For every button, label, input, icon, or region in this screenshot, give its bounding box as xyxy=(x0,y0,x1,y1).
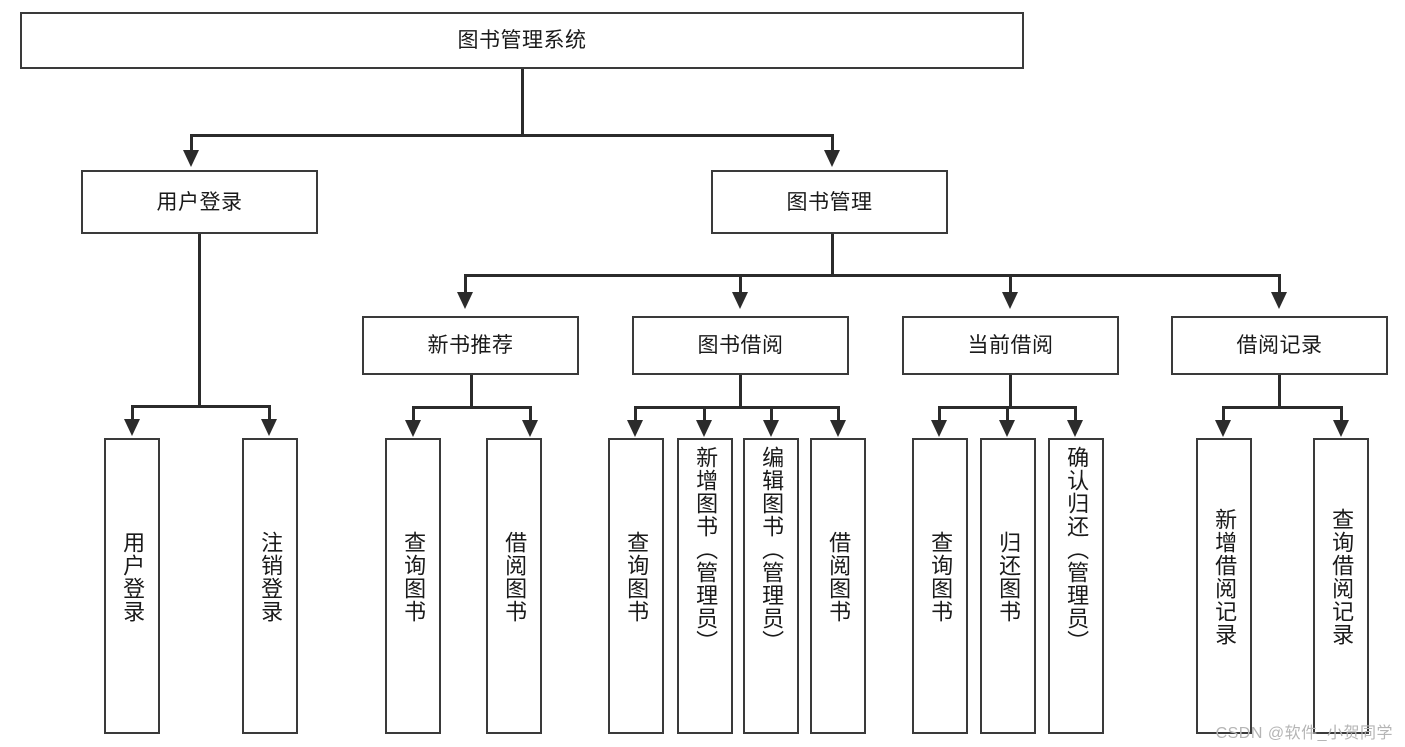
node-leaf-edit-book[interactable]: 编辑图书（管理员） xyxy=(743,438,799,734)
node-leaf-borrow-book-2[interactable]: 借阅图书 xyxy=(810,438,866,734)
edge-cb-to-leaf-3 xyxy=(1074,406,1077,422)
node-leaf-user-login[interactable]: 用户登录 xyxy=(104,438,160,734)
arrowhead-leaf-add-book xyxy=(696,420,712,437)
node-borrow-record-label: 借阅记录 xyxy=(1236,334,1323,357)
node-user-login[interactable]: 用户登录 xyxy=(81,170,318,234)
arrowhead-leaf-query-book-3 xyxy=(931,420,947,437)
edge-book-management-stem xyxy=(831,234,834,276)
node-leaf-query-book-1-label: 查询图书 xyxy=(401,531,427,623)
node-leaf-borrow-book-2-label: 借阅图书 xyxy=(826,531,852,623)
edge-borrow-record-stem xyxy=(1278,375,1281,408)
node-leaf-query-record-label: 查询借阅记录 xyxy=(1329,508,1355,646)
edge-br-to-leaf-2 xyxy=(1340,406,1343,422)
arrowhead-leaf-add-record xyxy=(1215,420,1231,437)
edge-user-login-bus xyxy=(131,405,270,408)
edge-cb-to-leaf-2 xyxy=(1006,406,1009,422)
arrowhead-leaf-user-login xyxy=(124,419,140,436)
node-leaf-edit-book-label: 编辑图书（管理员） xyxy=(759,446,785,653)
node-leaf-return-book[interactable]: 归还图书 xyxy=(980,438,1036,734)
edge-bm-to-current-borrow xyxy=(1009,274,1012,294)
node-leaf-query-record[interactable]: 查询借阅记录 xyxy=(1313,438,1369,734)
csdn-watermark: CSDN @软件_小贺同学 xyxy=(1215,725,1393,742)
arrowhead-book-borrow xyxy=(732,292,748,309)
node-leaf-user-login-label: 用户登录 xyxy=(120,531,146,623)
arrowhead-leaf-borrow-book-1 xyxy=(522,420,538,437)
edge-user-login-stem xyxy=(198,234,201,407)
node-root-label: 图书管理系统 xyxy=(457,29,587,52)
edge-borrow-record-bus xyxy=(1222,406,1341,409)
node-book-borrow[interactable]: 图书借阅 xyxy=(632,316,849,375)
node-new-book-recommend-label: 新书推荐 xyxy=(427,334,514,357)
node-book-management-label: 图书管理 xyxy=(786,190,873,214)
node-leaf-logout-login[interactable]: 注销登录 xyxy=(242,438,298,734)
edge-bb-to-leaf-1 xyxy=(634,406,637,422)
node-current-borrow[interactable]: 当前借阅 xyxy=(902,316,1119,375)
node-current-borrow-label: 当前借阅 xyxy=(967,334,1054,357)
node-leaf-add-record-label: 新增借阅记录 xyxy=(1212,508,1238,646)
edge-new-book-to-leaf-1 xyxy=(412,406,415,422)
edge-bb-to-leaf-2 xyxy=(703,406,706,422)
edge-bb-to-leaf-3 xyxy=(770,406,773,422)
edge-bm-to-book-borrow xyxy=(739,274,742,294)
node-leaf-add-book[interactable]: 新增图书（管理员） xyxy=(677,438,733,734)
node-leaf-add-book-label: 新增图书（管理员） xyxy=(693,446,719,653)
arrowhead-book-management xyxy=(824,150,840,167)
edge-cb-to-leaf-1 xyxy=(938,406,941,422)
edge-new-book-stem xyxy=(470,375,473,408)
arrowhead-leaf-return-book xyxy=(999,420,1015,437)
node-leaf-borrow-book-1-label: 借阅图书 xyxy=(502,531,528,623)
edge-new-book-to-leaf-2 xyxy=(529,406,532,422)
node-leaf-query-book-1[interactable]: 查询图书 xyxy=(385,438,441,734)
edge-user-login-to-leaf-1 xyxy=(131,405,134,421)
edge-bb-to-leaf-4 xyxy=(837,406,840,422)
node-leaf-query-book-3-label: 查询图书 xyxy=(928,531,954,623)
node-leaf-query-book-2-label: 查询图书 xyxy=(624,531,650,623)
node-user-login-label: 用户登录 xyxy=(156,190,243,214)
node-leaf-confirm-return[interactable]: 确认归还（管理员） xyxy=(1048,438,1104,734)
arrowhead-leaf-borrow-book-2 xyxy=(830,420,846,437)
node-new-book-recommend[interactable]: 新书推荐 xyxy=(362,316,579,375)
node-leaf-borrow-book-1[interactable]: 借阅图书 xyxy=(486,438,542,734)
arrowhead-current-borrow xyxy=(1002,292,1018,309)
node-leaf-return-book-label: 归还图书 xyxy=(996,531,1022,623)
node-leaf-add-record[interactable]: 新增借阅记录 xyxy=(1196,438,1252,734)
node-book-management[interactable]: 图书管理 xyxy=(711,170,948,234)
arrowhead-leaf-edit-book xyxy=(763,420,779,437)
edge-root-bus xyxy=(190,134,833,137)
edge-root-stem xyxy=(521,69,524,136)
edge-new-book-bus xyxy=(412,406,529,409)
node-leaf-query-book-2[interactable]: 查询图书 xyxy=(608,438,664,734)
edge-book-borrow-stem xyxy=(739,375,742,408)
node-root[interactable]: 图书管理系统 xyxy=(20,12,1024,69)
edge-root-to-book-management xyxy=(831,134,834,152)
arrowhead-user-login xyxy=(183,150,199,167)
edge-book-management-bus xyxy=(464,274,1280,277)
edge-br-to-leaf-1 xyxy=(1222,406,1225,422)
edge-current-borrow-stem xyxy=(1009,375,1012,408)
arrowhead-leaf-query-book-2 xyxy=(627,420,643,437)
node-leaf-confirm-return-label: 确认归还（管理员） xyxy=(1064,446,1090,653)
edge-bm-to-new-book xyxy=(464,274,467,294)
node-leaf-logout-login-label: 注销登录 xyxy=(258,531,284,623)
arrowhead-new-book-recommend xyxy=(457,292,473,309)
node-borrow-record[interactable]: 借阅记录 xyxy=(1171,316,1388,375)
edge-book-borrow-bus xyxy=(634,406,839,409)
arrowhead-leaf-query-record xyxy=(1333,420,1349,437)
edge-bm-to-borrow-record xyxy=(1278,274,1281,294)
node-leaf-query-book-3[interactable]: 查询图书 xyxy=(912,438,968,734)
arrowhead-leaf-confirm-return xyxy=(1067,420,1083,437)
arrowhead-leaf-query-book-1 xyxy=(405,420,421,437)
edge-root-to-user-login xyxy=(190,134,193,152)
arrowhead-borrow-record xyxy=(1271,292,1287,309)
node-book-borrow-label: 图书借阅 xyxy=(697,334,784,357)
arrowhead-leaf-logout-login xyxy=(261,419,277,436)
edge-user-login-to-leaf-2 xyxy=(268,405,271,421)
